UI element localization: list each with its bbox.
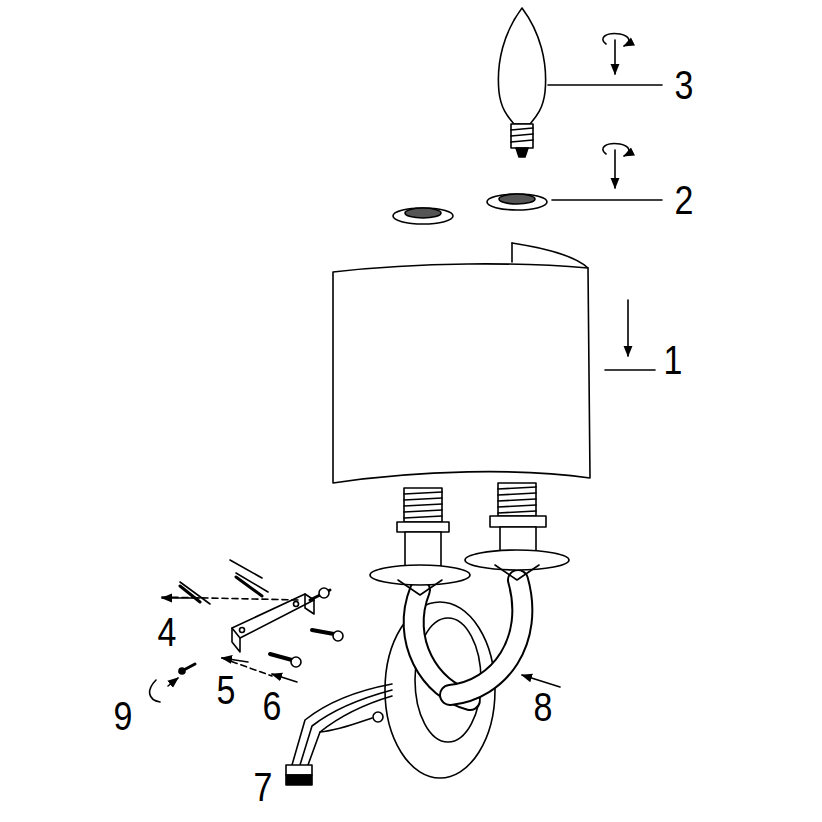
callout-number: 5 [217, 670, 236, 710]
callout-number: 2 [675, 180, 694, 220]
callout-number: 6 [263, 686, 282, 726]
callout-number: 4 [158, 612, 177, 652]
callout-number: 3 [675, 65, 694, 105]
callout-number: 8 [534, 687, 553, 727]
callout-number: 9 [114, 696, 133, 736]
callout-number: 7 [254, 767, 273, 807]
callout-number: 1 [664, 340, 683, 380]
